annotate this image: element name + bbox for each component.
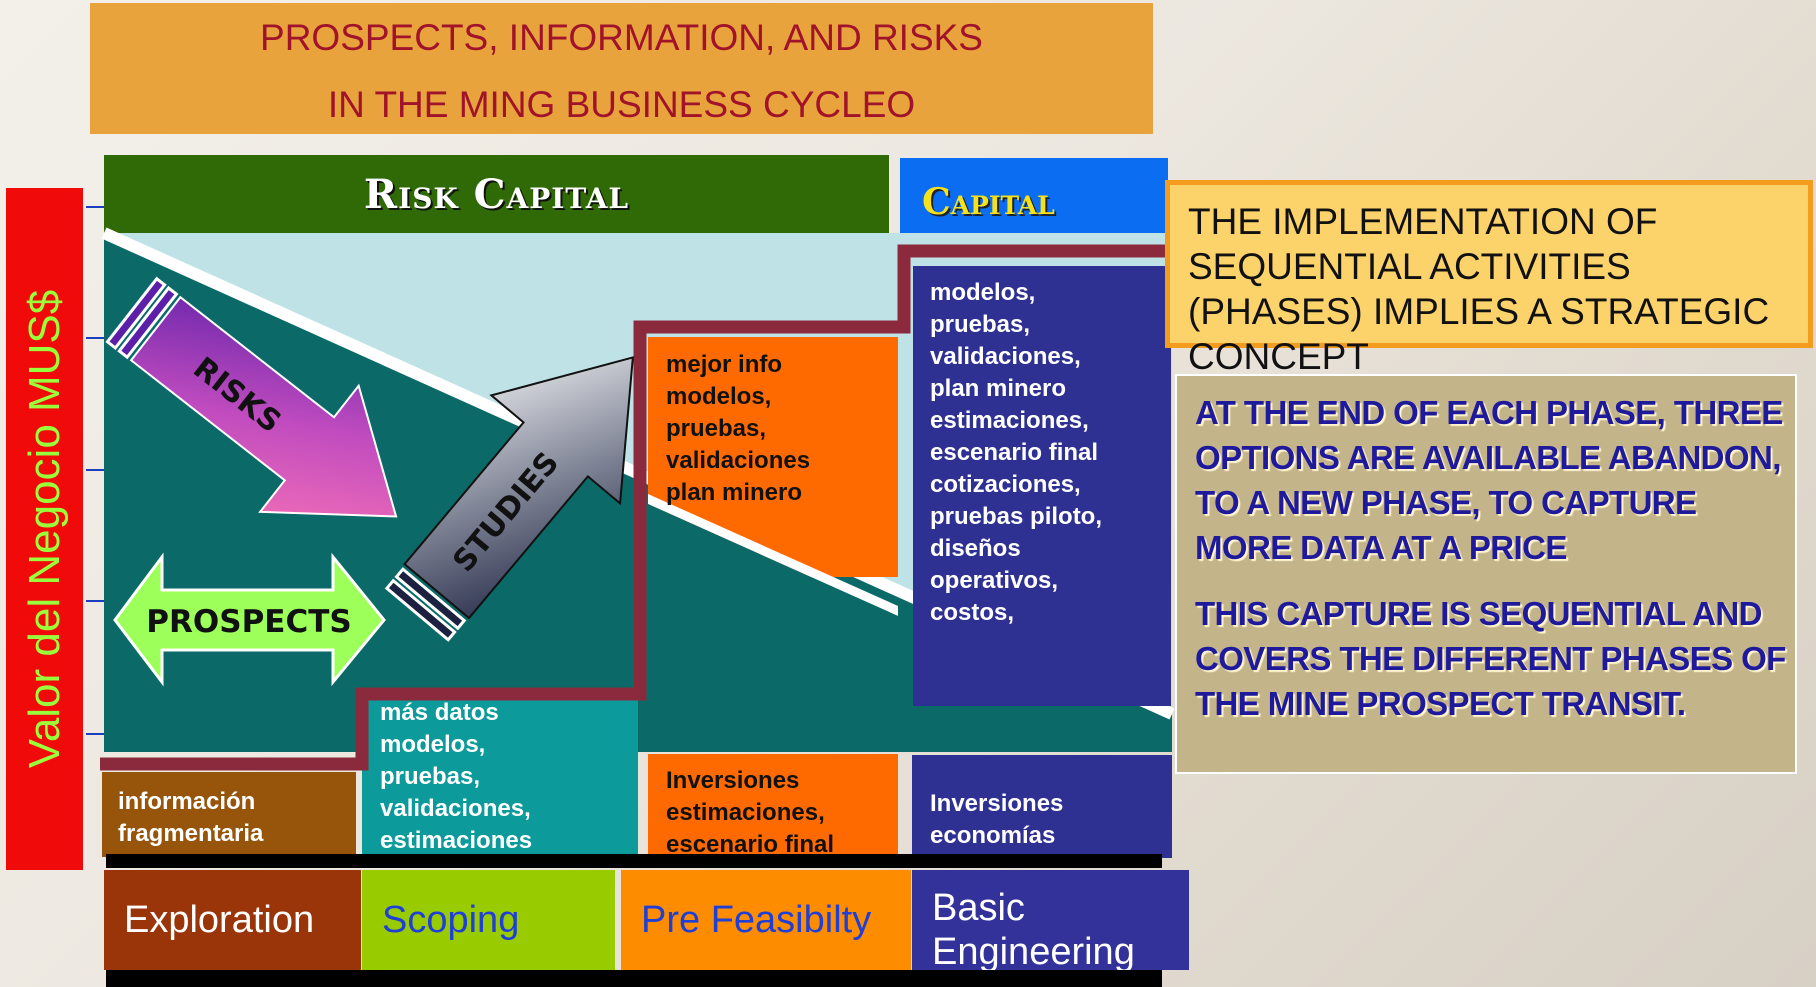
y-axis-tick xyxy=(86,337,118,339)
capital-band: Capital xyxy=(900,158,1168,236)
prospects-label: PROSPECTS xyxy=(146,604,351,640)
basic-bottom-block xyxy=(912,755,1172,858)
title-line-2: IN THE MING BUSINESS CYCLEO xyxy=(327,84,916,125)
y-axis-bar xyxy=(6,188,83,870)
title-banner: PROSPECTS, INFORMATION, AND RISKS IN THE… xyxy=(90,3,1153,134)
strategic-concept-note: THE IMPLEMENTATION OF SEQUENTIAL ACTIVIT… xyxy=(1165,180,1813,377)
phase-scoping: Scoping xyxy=(362,870,615,970)
phase-bar-top-line xyxy=(106,854,1162,868)
phase-prefeasibility: Pre Feasibilty xyxy=(621,870,911,970)
staircase-line xyxy=(100,244,1172,771)
phase-basic-engineering: Basic Engineering xyxy=(912,870,1189,973)
exploration-block xyxy=(102,772,356,857)
scoping-block xyxy=(362,693,638,857)
y-axis-tick xyxy=(86,600,104,602)
risk-capital-band: Risk Capital xyxy=(104,155,889,235)
phase-bar-bottom-line xyxy=(106,970,1162,987)
basic-engineering-info-top: modelos,pruebas,validaciones,plan minero… xyxy=(930,279,1103,626)
y-axis-tick xyxy=(86,469,118,471)
prospects-arrow: PROSPECTS xyxy=(113,552,386,687)
phase-exploration: Exploration xyxy=(104,870,361,970)
title-line-1: PROSPECTS, INFORMATION, AND RISKS xyxy=(260,17,983,58)
basic-top-block xyxy=(913,266,1171,706)
prefeasibility-bottom-block xyxy=(648,754,898,858)
y-axis-tick xyxy=(86,206,104,208)
options-text: AT THE END OF EACH PHASE, THREE OPTIONS … xyxy=(1195,394,1783,566)
sequential-text: THIS CAPTURE IS SEQUENTIAL AND COVERS TH… xyxy=(1195,595,1786,722)
phase-options-note: AT THE END OF EACH PHASE, THREE OPTIONS … xyxy=(1175,374,1797,774)
y-axis-tick xyxy=(86,733,104,735)
